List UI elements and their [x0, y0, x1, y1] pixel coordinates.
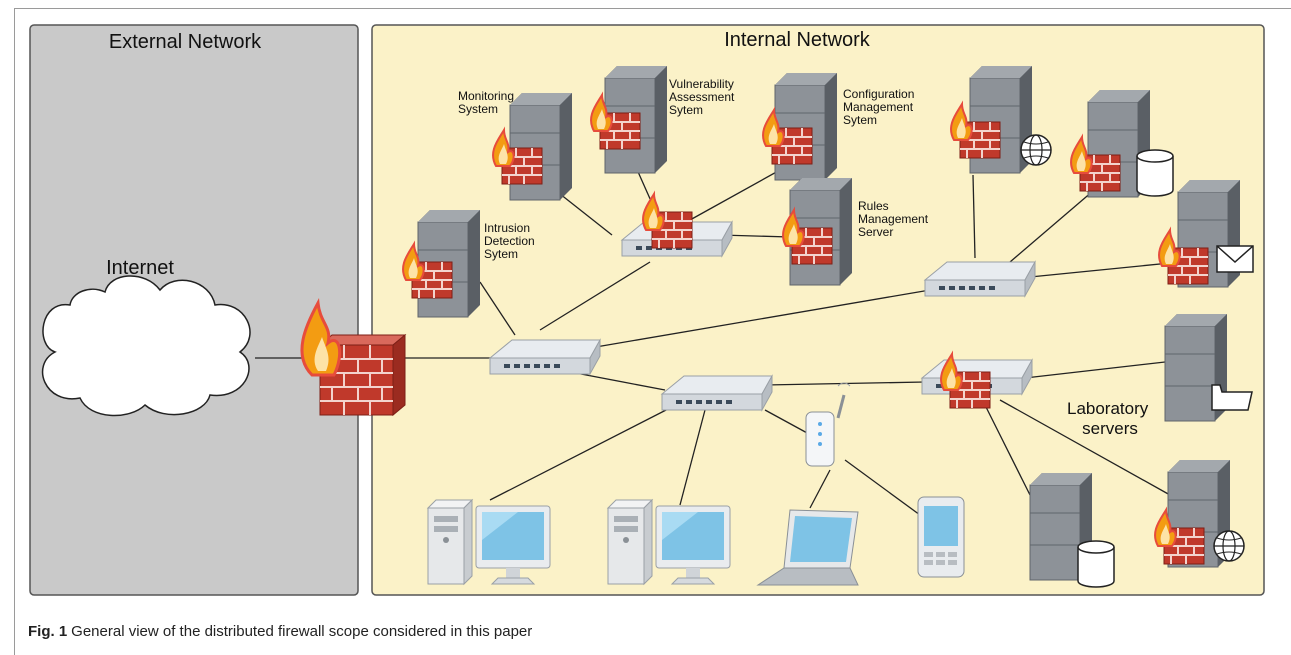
distribution-switch-icon [661, 375, 773, 411]
internal-network-zone [371, 24, 1265, 596]
rules-label: Rules Management Server [858, 199, 931, 239]
frame-top-line [14, 8, 1291, 9]
frame-left-line [14, 8, 15, 655]
file-server-icon [1164, 313, 1253, 422]
wireless-access-point-icon [805, 382, 851, 467]
core-switch-icon [489, 339, 601, 375]
external-network-title: External Network [109, 31, 262, 53]
mail-server-icon [1158, 179, 1254, 288]
vulnerability-label: Vulnerability Assessment Sytem [669, 77, 738, 117]
laptop-icon [756, 509, 859, 586]
internal-network-title: Internal Network [724, 29, 871, 51]
network-diagram: External Network Internal Network Intern… [29, 24, 1265, 596]
monitoring-label: Monitoring System [458, 89, 517, 116]
top-right-switch-icon [924, 261, 1036, 297]
laboratory-label: Laboratory servers [1067, 399, 1153, 438]
internet-cloud-icon [41, 275, 251, 417]
internet-label: Internet [106, 257, 174, 279]
smartphone-icon [917, 496, 965, 578]
configuration-label: Configuration Management Sytem [843, 87, 918, 127]
figure-number: Fig. 1 [28, 623, 68, 640]
perimeter-firewall-icon [300, 298, 407, 417]
caption-text: General view of the distributed firewall… [71, 623, 533, 640]
rules-server-icon [782, 177, 853, 286]
intrusion-label: Intrusion Detection Sytem [484, 221, 538, 261]
